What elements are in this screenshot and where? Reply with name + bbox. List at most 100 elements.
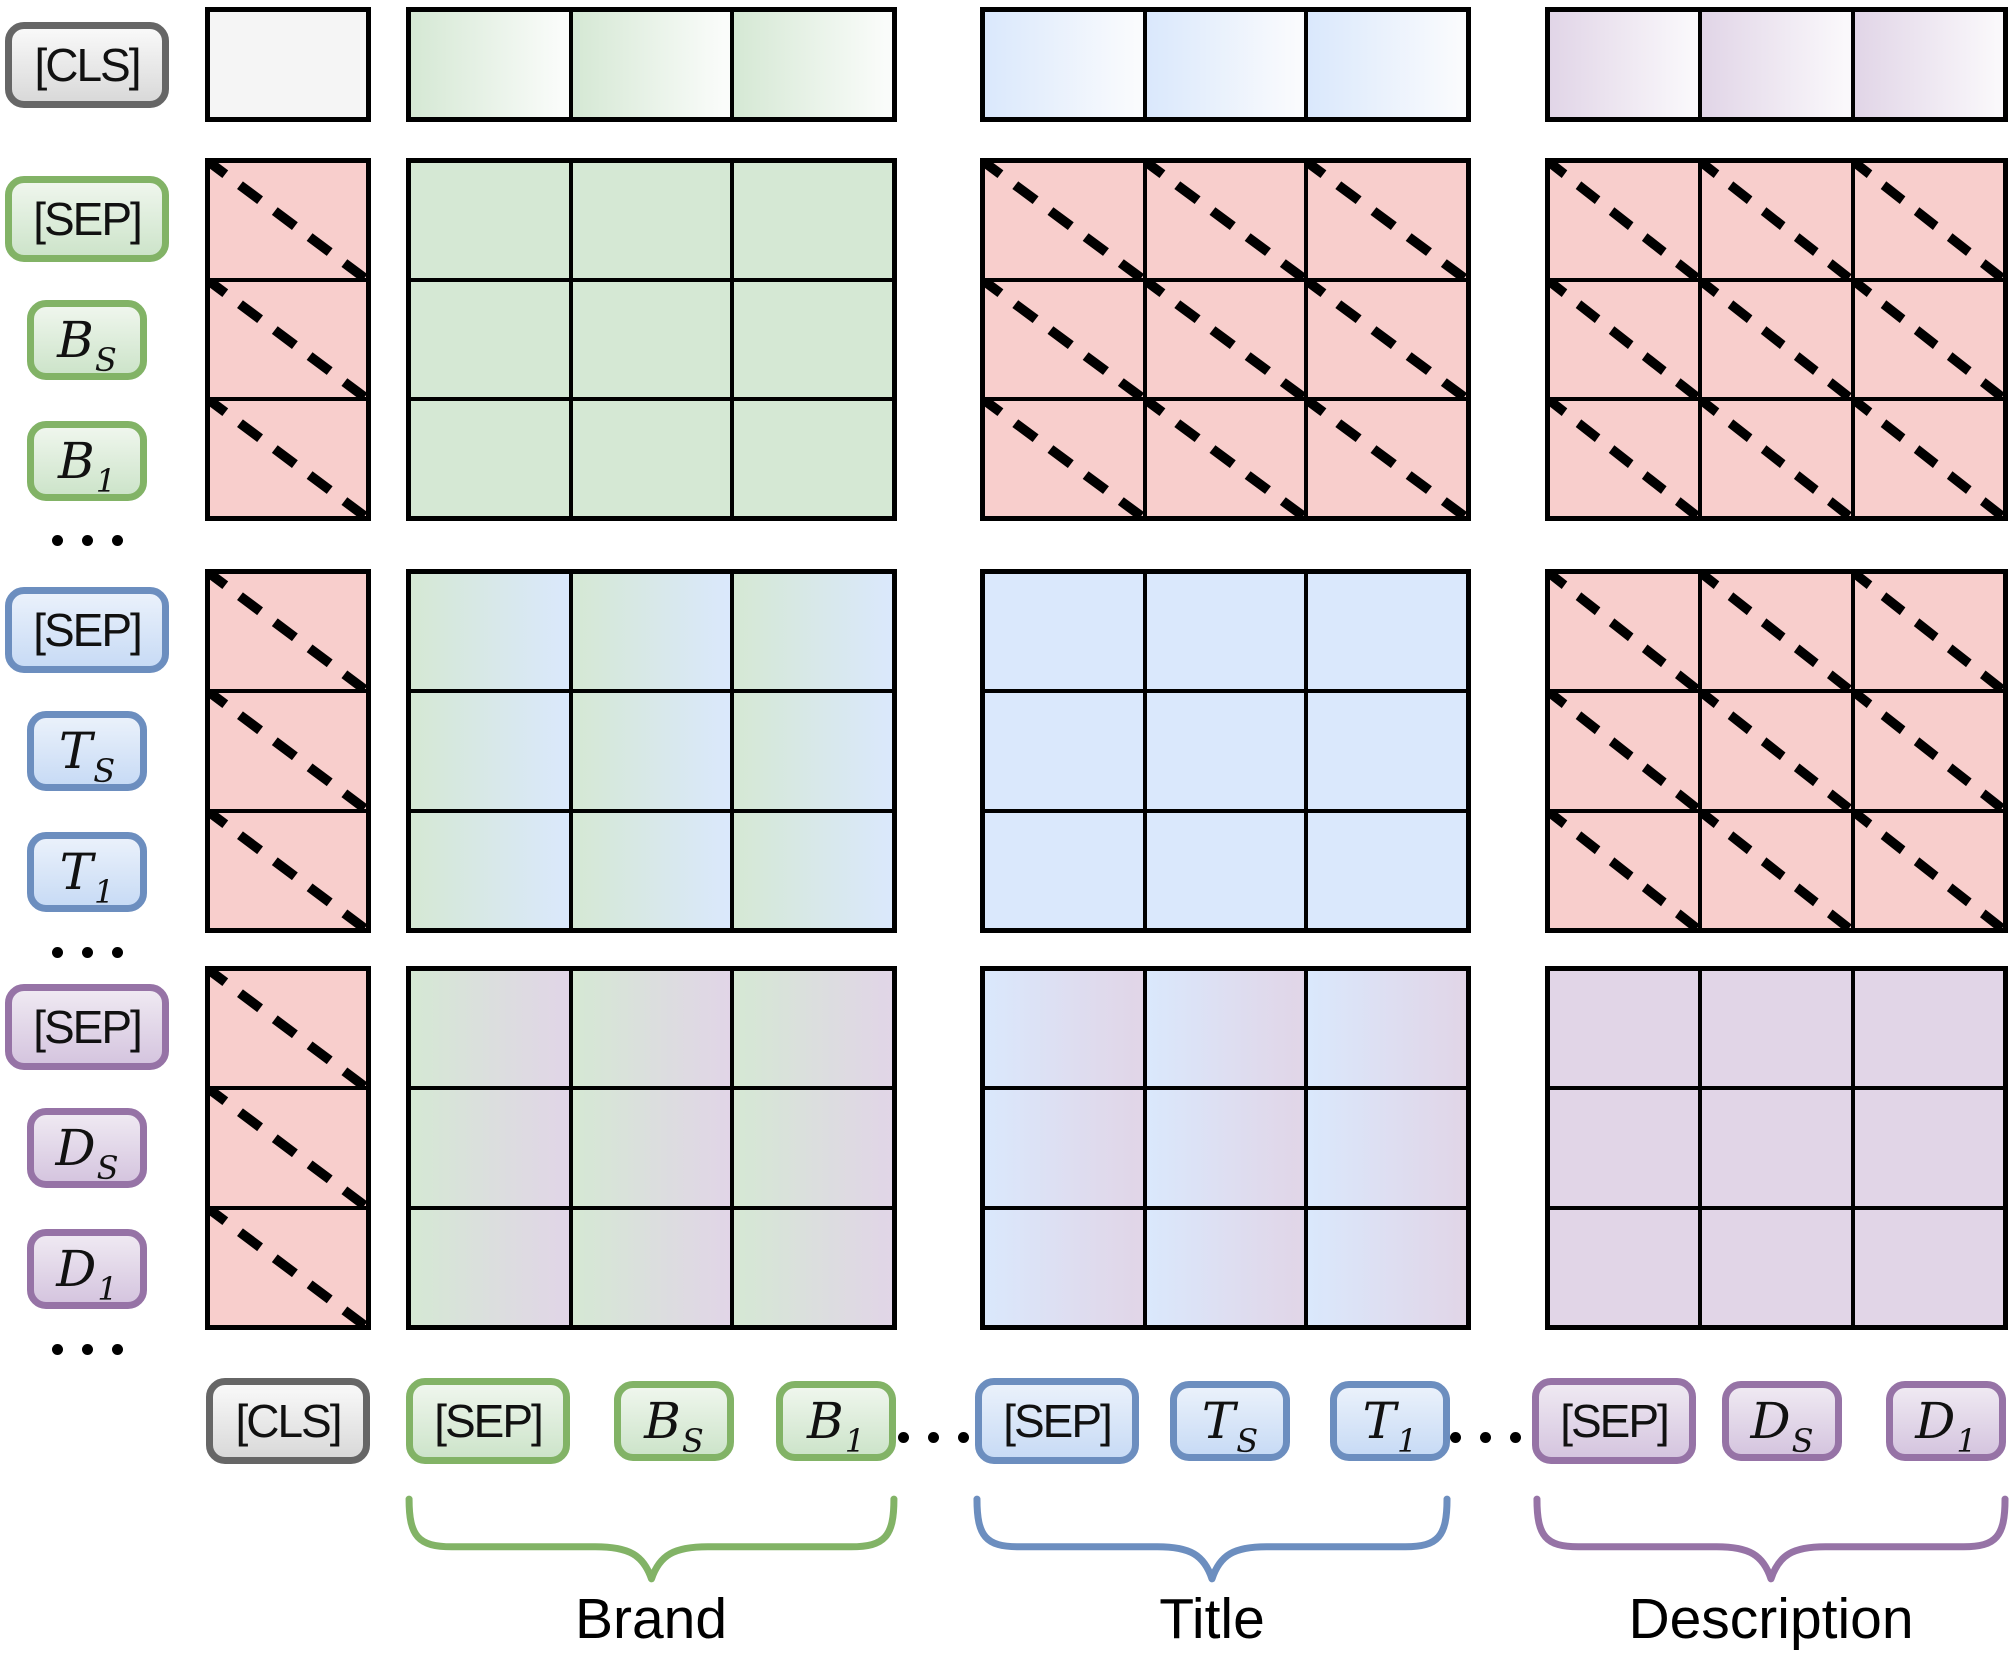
token-col-ts: TS (1170, 1381, 1290, 1461)
attend-cell (570, 572, 733, 692)
masked-cell (1144, 161, 1307, 280)
masked-cell (1306, 161, 1468, 280)
block-cls-cls (205, 7, 371, 122)
token-row-bs: BS (27, 300, 147, 380)
masked-cell (1852, 161, 2005, 280)
row-ellipsis-brand (52, 535, 123, 546)
attend-cell (570, 1207, 733, 1327)
attend-cell (1144, 969, 1307, 1089)
attend-cell (1306, 691, 1468, 811)
col-ellipsis-brand (898, 1432, 969, 1443)
token-col-ds: DS (1722, 1381, 1842, 1461)
row-ellipsis-desc (52, 1344, 123, 1355)
masked-cell (1852, 572, 2005, 692)
attend-cell (732, 969, 894, 1089)
brand-brace-path (409, 1499, 894, 1579)
masked-cell (208, 691, 368, 811)
token-row-sep: [SEP] (5, 176, 169, 262)
block-brand-brand (406, 158, 897, 521)
block-cls-title (980, 7, 1471, 122)
masked-cell (983, 161, 1145, 280)
masked-cell (1548, 691, 1701, 811)
attend-cell (409, 10, 571, 119)
attend-cell (732, 399, 894, 518)
attend-cell (409, 969, 571, 1089)
attend-cell (1144, 1088, 1307, 1208)
block-cls-desc (1545, 7, 2008, 122)
attend-cell (983, 10, 1145, 119)
group-label-description: Description (1628, 1587, 1914, 1651)
masked-cell (1548, 161, 1701, 280)
attend-cell (1306, 810, 1468, 930)
token-row-ts: TS (27, 711, 147, 791)
token-col-bs: BS (614, 1381, 734, 1461)
masked-cell (208, 810, 368, 930)
attend-cell (409, 572, 571, 692)
token-row-cls: [CLS] (5, 22, 169, 108)
masked-cell (1852, 399, 2005, 518)
description-brace-path (1537, 1499, 2005, 1579)
col-ellipsis-title (1450, 1432, 1521, 1443)
attend-cell (732, 280, 894, 399)
attend-cell (1306, 1088, 1468, 1208)
attend-cell (732, 1088, 894, 1208)
token-col-sep: [SEP] (1532, 1378, 1696, 1464)
brand-brace (406, 1495, 897, 1583)
token-row-sep: [SEP] (5, 984, 169, 1070)
attend-cell (1306, 969, 1468, 1089)
attend-cell (1700, 1207, 1853, 1327)
token-col-t1: T1 (1330, 1381, 1450, 1461)
masked-cell (1548, 810, 1701, 930)
attend-cell (1852, 10, 2005, 119)
masked-cell (1700, 810, 1853, 930)
attend-cell (409, 161, 571, 280)
masked-cell (208, 1088, 368, 1208)
token-col-sep: [SEP] (406, 1378, 570, 1464)
row-ellipsis-title (52, 947, 123, 958)
attend-cell (732, 10, 894, 119)
attend-cell (983, 1088, 1145, 1208)
block-brand-cls (205, 158, 371, 521)
masked-cell (1700, 399, 1853, 518)
token-col-d1: D1 (1886, 1381, 2006, 1461)
masked-cell (1852, 810, 2005, 930)
block-title-desc (1545, 569, 2008, 933)
attend-cell (409, 810, 571, 930)
attend-cell (732, 691, 894, 811)
attend-cell (983, 691, 1145, 811)
title-brace-path (977, 1499, 1447, 1579)
masked-cell (208, 161, 368, 280)
attend-cell (732, 810, 894, 930)
attend-cell (732, 1207, 894, 1327)
block-title-title (980, 569, 1471, 933)
attend-cell (1306, 1207, 1468, 1327)
block-cls-brand (406, 7, 897, 122)
attend-cell (1548, 969, 1701, 1089)
block-brand-desc (1545, 158, 2008, 521)
attend-cell (570, 399, 733, 518)
masked-cell (1306, 399, 1468, 518)
masked-cell (1700, 691, 1853, 811)
group-label-title: Title (1159, 1587, 1265, 1651)
attend-cell (570, 1088, 733, 1208)
token-row-t1: T1 (27, 832, 147, 912)
attend-cell (1700, 1088, 1853, 1208)
attend-cell (1144, 10, 1307, 119)
masked-cell (983, 280, 1145, 399)
block-desc-cls (205, 966, 371, 1330)
attend-cell (570, 161, 733, 280)
token-col-b1: B1 (776, 1381, 896, 1461)
masked-cell (1548, 399, 1701, 518)
block-desc-title (980, 966, 1471, 1330)
attend-cell (409, 691, 571, 811)
block-brand-title (980, 158, 1471, 521)
attend-cell (409, 1088, 571, 1208)
attend-cell (409, 1207, 571, 1327)
attend-cell (983, 572, 1145, 692)
attend-cell (1852, 1207, 2005, 1327)
block-desc-brand (406, 966, 897, 1330)
masked-cell (1548, 280, 1701, 399)
token-row-ds: DS (27, 1108, 147, 1188)
token-row-sep: [SEP] (5, 587, 169, 673)
